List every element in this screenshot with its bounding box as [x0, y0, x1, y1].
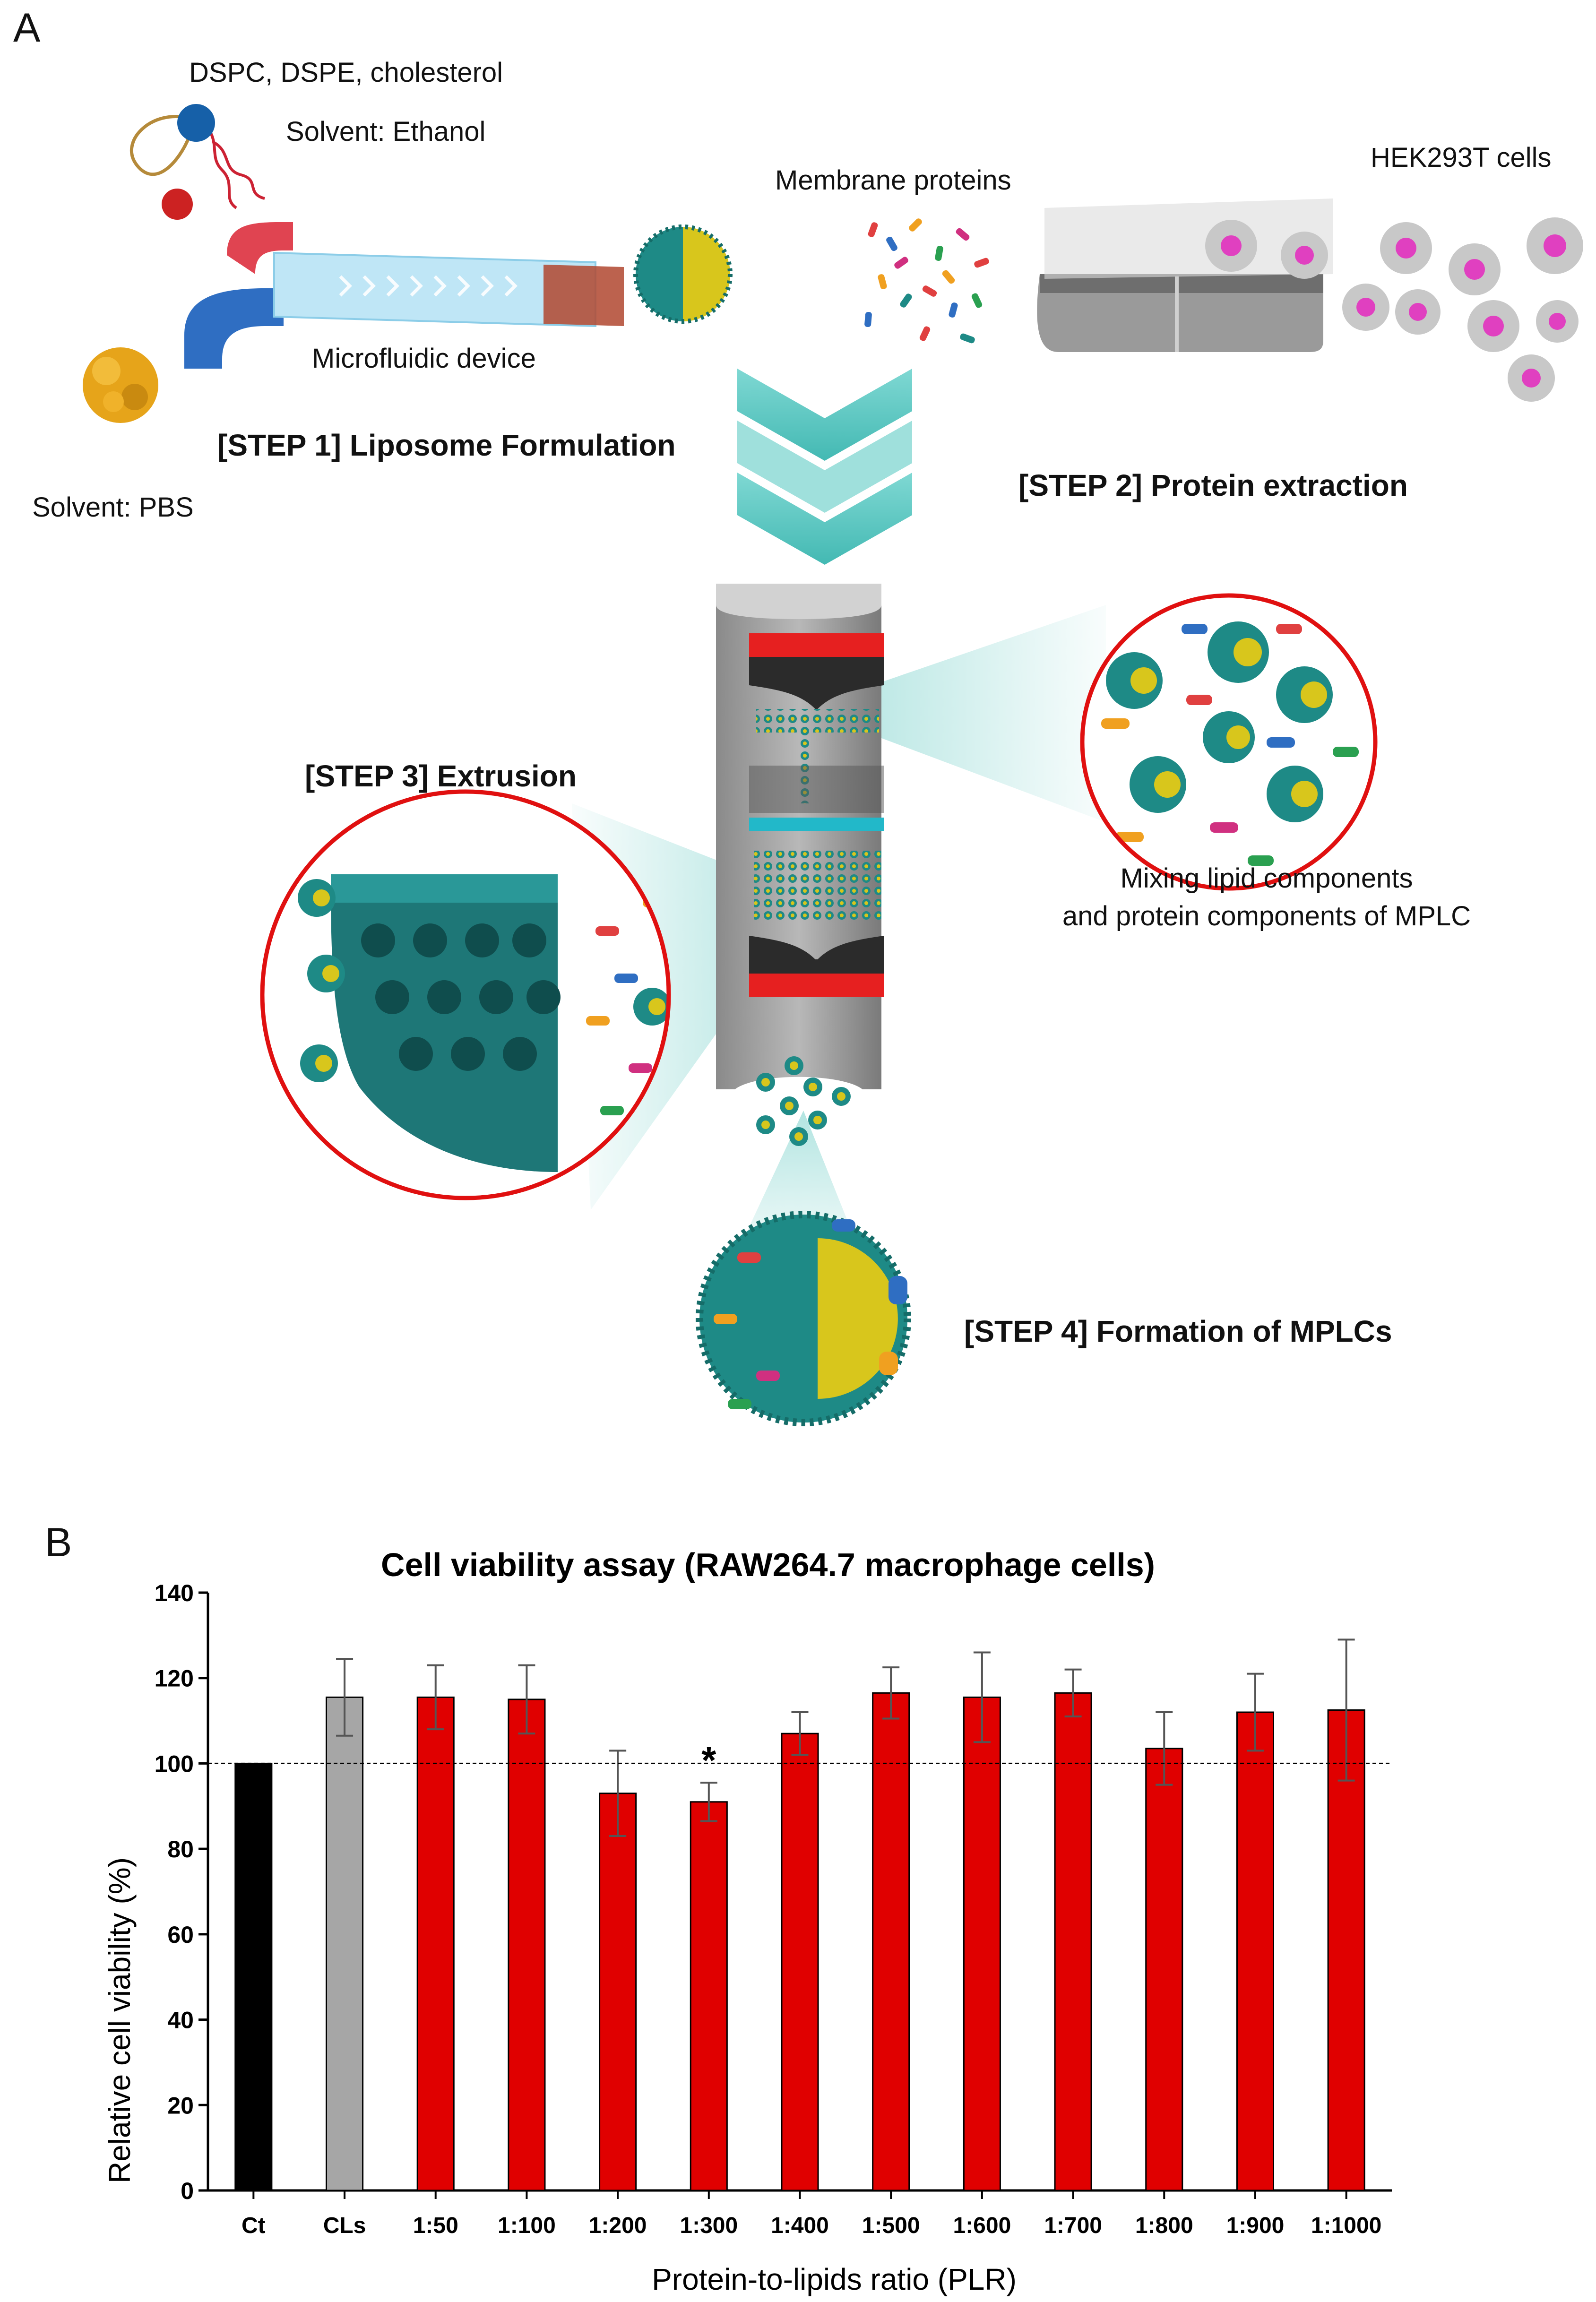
chart-title: Cell viability assay (RAW264.7 macrophag… [381, 1546, 1155, 1583]
extrusion-zoom-circle [260, 789, 671, 1200]
bar-1:500 [872, 1692, 910, 2191]
mplc-particle-icon [696, 1211, 911, 1426]
hek293t-cells-label: HEK293T cells [1371, 142, 1552, 173]
step3-label: [STEP 3] Extrusion [305, 759, 577, 793]
step2-label: [STEP 2] Protein extraction [1018, 468, 1408, 502]
step4-label: [STEP 4] Formation of MPLCs [964, 1314, 1392, 1348]
y-tick-label: 100 [155, 1750, 194, 1777]
solvent-ethanol-label: Solvent: Ethanol [286, 116, 486, 147]
step1-label: [STEP 1] Liposome Formulation [217, 428, 676, 462]
membrane-proteins-icon [864, 218, 989, 344]
schematic-illustration [83, 104, 1583, 1426]
x-tick-label: 1:700 [1044, 2213, 1102, 2238]
x-tick-label: 1:400 [771, 2213, 829, 2238]
bar-1:300 [690, 1801, 728, 2191]
bar-Ct [234, 1762, 273, 2191]
x-tick-label: 1:50 [413, 2213, 458, 2238]
beam-to-mixing [803, 605, 1106, 822]
liposome-icon [633, 224, 733, 324]
mplc-particles-icon [756, 1056, 851, 1146]
solvent-pbs-label: Solvent: PBS [32, 492, 194, 523]
bar-1:1000 [1327, 1709, 1365, 2191]
lipid-cluster-icon [83, 347, 158, 423]
cell-viability-chart: Cell viability assay (RAW264.7 macrophag… [103, 1546, 1392, 2296]
x-tick-label: 1:300 [680, 2213, 738, 2238]
filter-cyan [749, 818, 884, 831]
filter-red-top [749, 633, 884, 657]
bar-CLs [326, 1696, 364, 2191]
y-tick-label: 40 [167, 2007, 194, 2034]
downward-chevrons-icon [737, 369, 912, 565]
bar-1:800 [1145, 1748, 1183, 2191]
mixing-label-line2: and protein components of MPLC [1062, 901, 1471, 931]
mixing-zoom-circle [1080, 593, 1378, 891]
x-tick-label: CLs [323, 2213, 366, 2238]
x-tick-label: 1:900 [1226, 2213, 1285, 2238]
y-tick-label: 120 [155, 1665, 194, 1692]
beam-to-mplc [737, 1111, 860, 1252]
filter-red-bottom [749, 974, 884, 997]
x-axis-label: Protein-to-lipids ratio (PLR) [652, 2262, 1017, 2296]
y-tick-label: 60 [167, 1922, 194, 1948]
bar-1:100 [508, 1698, 546, 2191]
lipid-molecule-icon [129, 104, 265, 220]
bar-1:900 [1236, 1711, 1275, 2191]
bar-1:700 [1054, 1692, 1092, 2191]
x-tick-label: Ct [242, 2213, 266, 2238]
y-axis-label: Relative cell viability (%) [103, 1857, 137, 2183]
y-tick-label: 140 [155, 1580, 194, 1606]
x-tick-label: 1:1000 [1311, 2213, 1381, 2238]
panel-b-letter: B [45, 1520, 72, 1565]
bar-1:200 [599, 1793, 637, 2191]
microfluidic-device-label: Microfluidic device [312, 343, 536, 374]
x-tick-label: 1:800 [1135, 2213, 1193, 2238]
membrane-proteins-label: Membrane proteins [775, 165, 1011, 196]
x-tick-label: 1:500 [862, 2213, 920, 2238]
hek293t-cells-icon [1205, 217, 1583, 402]
microfluidic-device-icon [184, 222, 624, 369]
y-tick-label: 20 [167, 2092, 194, 2119]
lipids-label: DSPC, DSPE, cholesterol [189, 57, 503, 88]
significance-marker: * [701, 1739, 716, 1781]
mixing-label-line1: Mixing lipid components [1120, 863, 1413, 894]
x-tick-label: 1:600 [953, 2213, 1011, 2238]
y-tick-label: 80 [167, 1836, 194, 1862]
panel-a-letter: A [13, 5, 41, 51]
y-tick-label: 0 [181, 2178, 194, 2204]
bar-1:50 [416, 1696, 455, 2191]
extruder-column-icon [716, 584, 884, 1089]
extraction-roller-icon [1037, 198, 1333, 352]
bar-1:600 [963, 1696, 1001, 2191]
x-tick-label: 1:200 [589, 2213, 647, 2238]
x-tick-label: 1:100 [498, 2213, 556, 2238]
bar-1:400 [781, 1733, 819, 2191]
